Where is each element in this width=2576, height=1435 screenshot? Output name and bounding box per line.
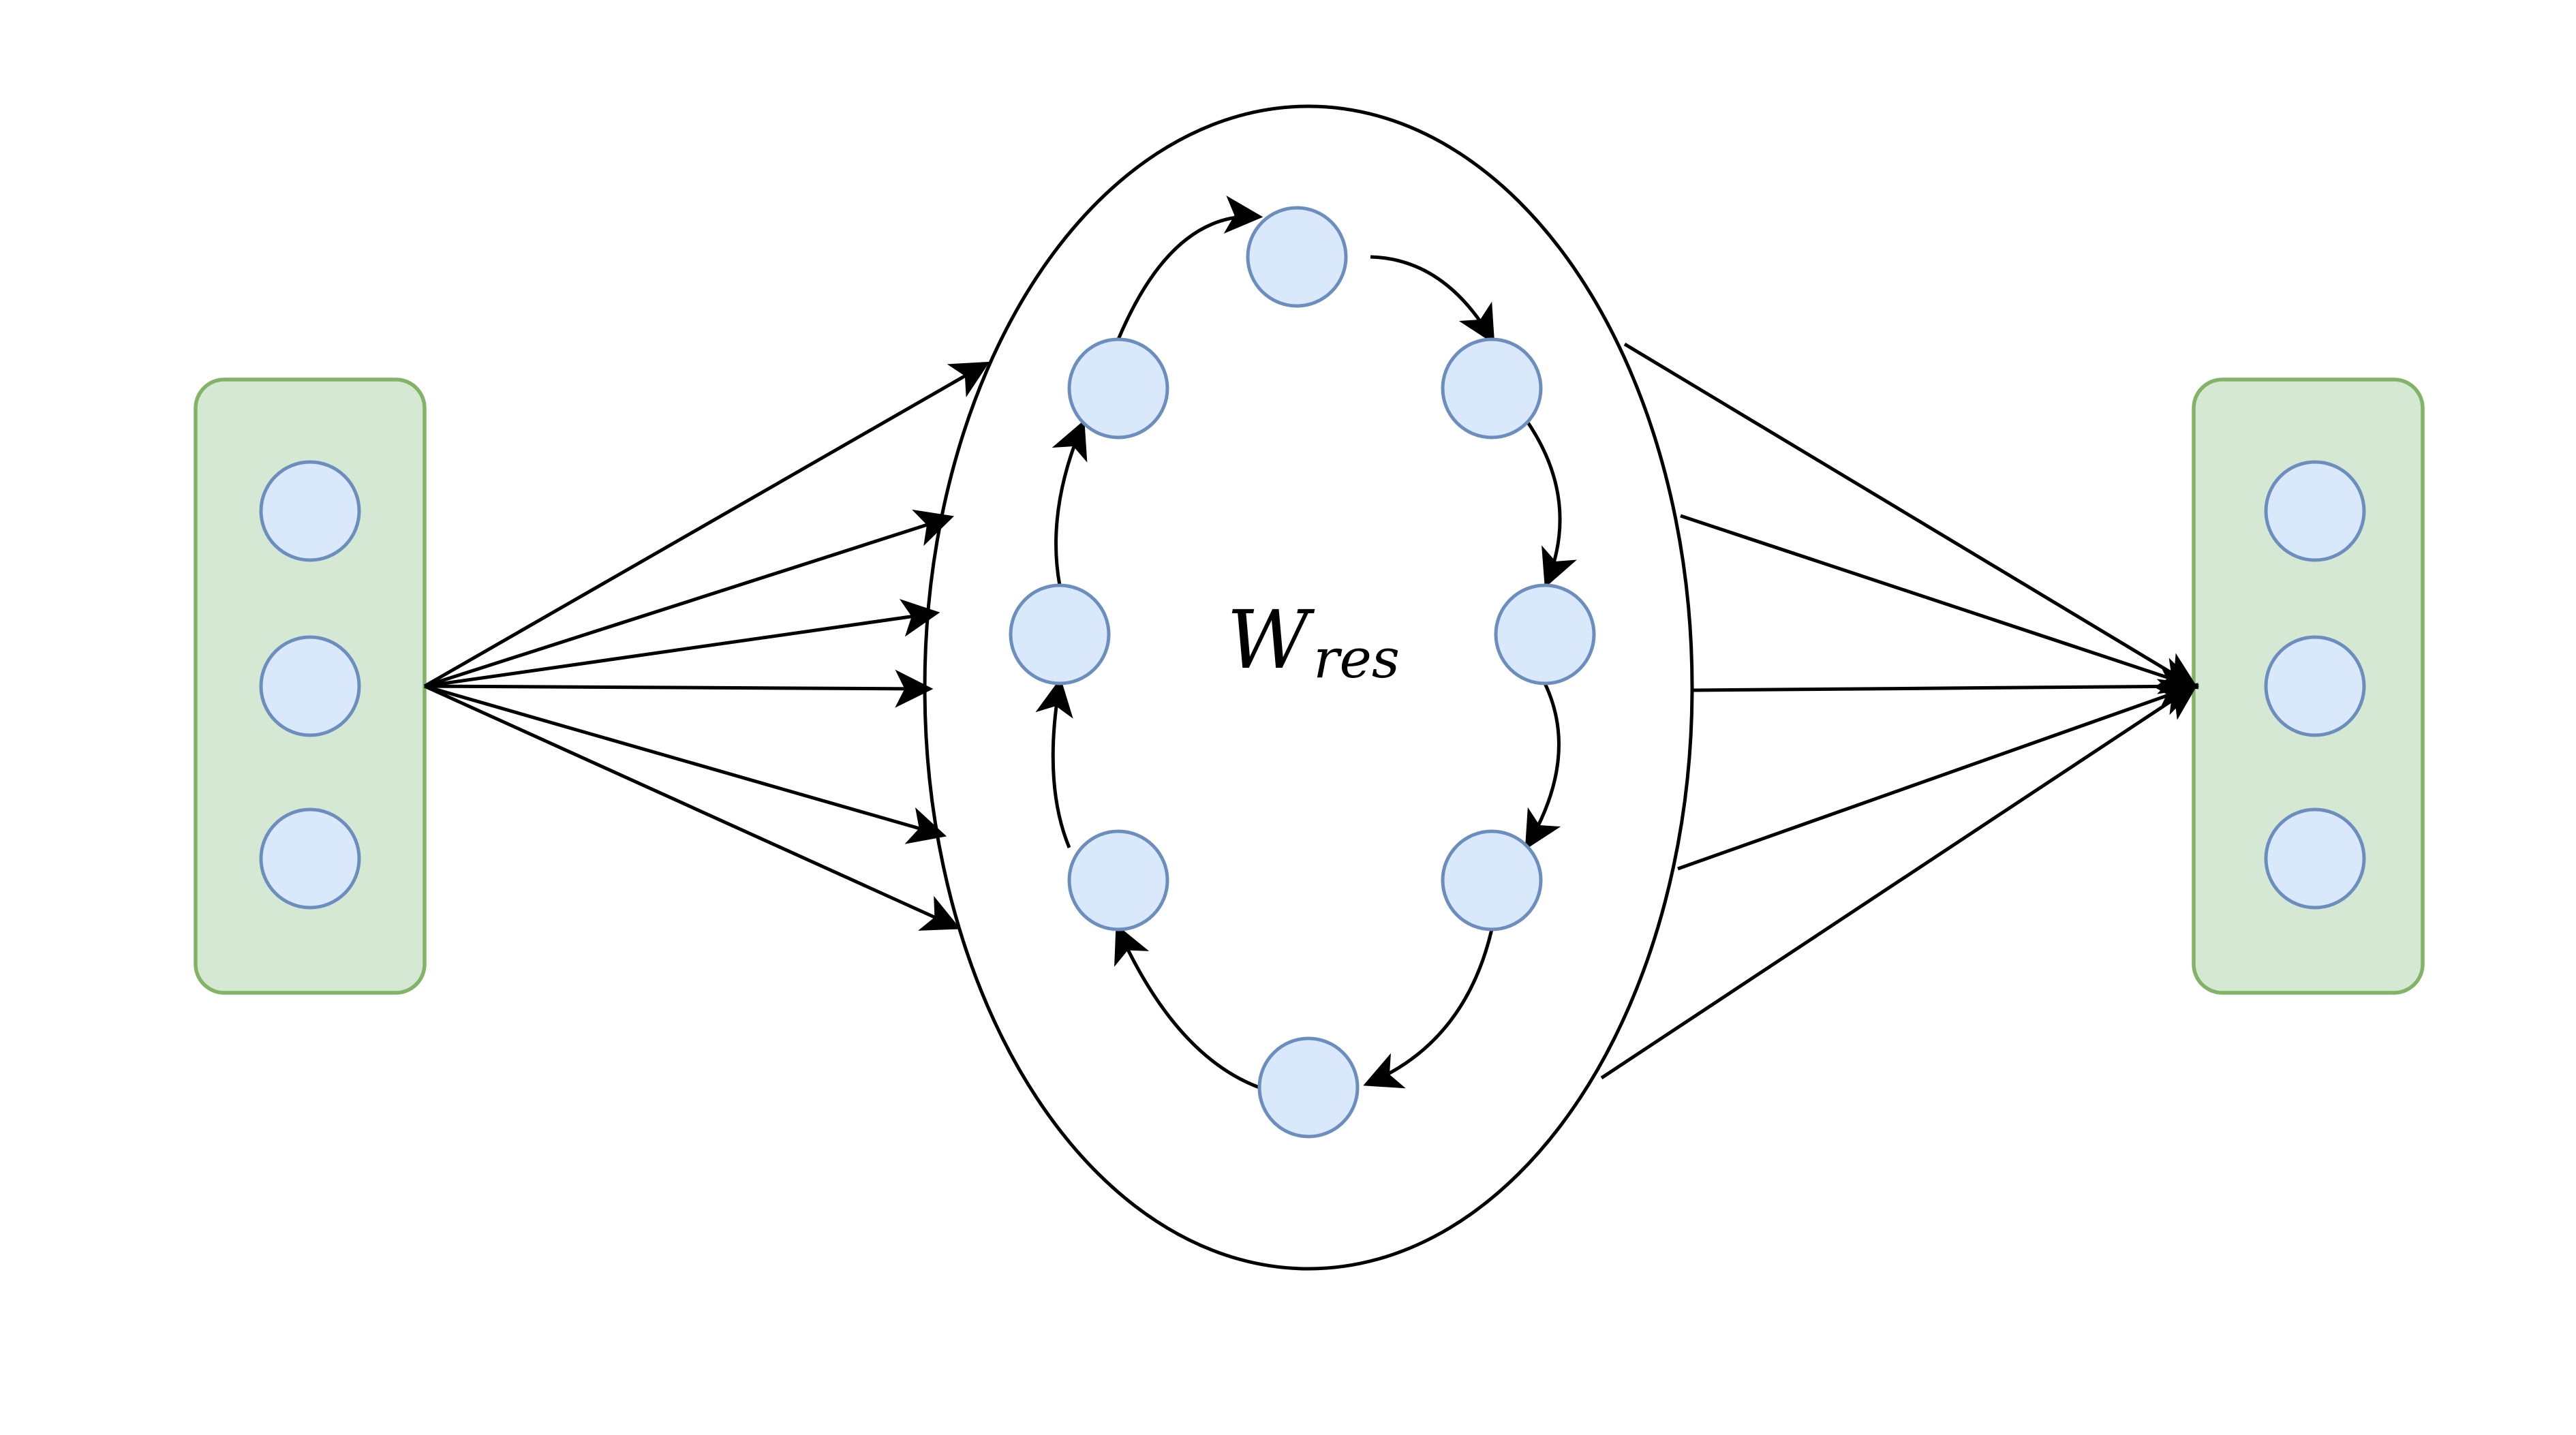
reservoir-label-subscript: res [1313, 627, 1400, 690]
input-layer [194, 377, 427, 995]
output-connection-1 [1623, 342, 2199, 690]
input-node-1 [259, 460, 361, 562]
input-connection-5 [424, 684, 947, 844]
reservoir-edge-5 [1114, 924, 1260, 1090]
output-connection-5 [1600, 683, 2199, 1080]
reservoir-edge-6 [1035, 677, 1073, 848]
input-connection-4 [424, 669, 934, 708]
output-connection-4 [1677, 679, 2199, 871]
input-connection-6 [423, 684, 961, 931]
reservoir-edge-4 [1363, 929, 1494, 1089]
input-node-3 [259, 807, 361, 910]
output-connection-3 [1692, 667, 2200, 706]
input-connection-3 [424, 599, 940, 688]
reservoir-node-6 [1067, 829, 1169, 931]
reservoir: W res [923, 104, 1694, 1271]
output-connections [1600, 342, 2200, 1080]
output-layer-nodes [2264, 460, 2366, 910]
input-connection-1 [423, 361, 990, 688]
reservoir-cycle-edges [1035, 196, 1577, 1090]
reservoir-node-3 [1494, 583, 1596, 685]
output-node-3 [2264, 807, 2366, 910]
reservoir-node-8 [1067, 337, 1169, 439]
input-layer-nodes [259, 460, 361, 910]
input-connections [423, 361, 990, 931]
reservoir-node-2 [1441, 337, 1543, 439]
output-connection-2 [1680, 514, 2199, 694]
reservoir-edge-3 [1524, 682, 1561, 850]
reservoir-label-main: W [1227, 593, 1315, 687]
output-layer [2192, 377, 2425, 995]
reservoir-node-1 [1246, 206, 1348, 308]
reservoir-node-7 [1009, 583, 1111, 685]
output-node-1 [2264, 460, 2366, 562]
reservoir-edge-7 [1052, 420, 1088, 586]
reservoir-label: W res [1227, 593, 1400, 690]
input-node-2 [259, 635, 361, 737]
reservoir-node-4 [1441, 829, 1543, 931]
reservoir-nodes [1009, 206, 1596, 1139]
reservoir-edge-1 [1370, 255, 1495, 345]
input-connection-2 [424, 509, 954, 688]
reservoir-edge-8 [1116, 196, 1263, 340]
output-node-2 [2264, 635, 2366, 737]
reservoir-edge-2 [1526, 421, 1577, 588]
reservoir-node-5 [1257, 1036, 1360, 1139]
